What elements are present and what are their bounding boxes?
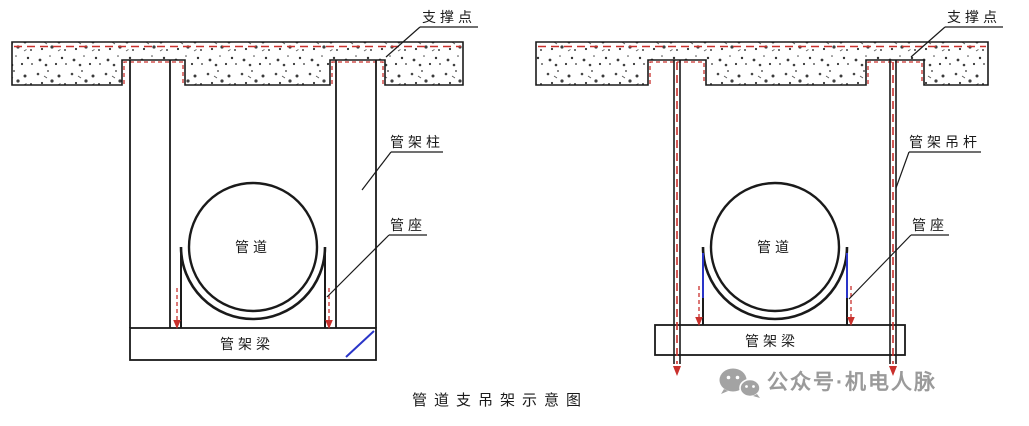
pipe-seat-label: 管座 <box>912 217 948 233</box>
column-label: 管架柱 <box>390 134 444 150</box>
pipe-seat-arc <box>179 246 327 321</box>
watermark: 公众号·机电人脉 <box>719 368 937 398</box>
pipe-rack-beam <box>654 324 906 356</box>
watermark-text: 公众号·机电人脉 <box>767 370 937 394</box>
load-arrow-right <box>325 288 333 329</box>
hanger-rod-left <box>673 60 681 376</box>
wechat-icon <box>719 368 761 398</box>
support-point-label: 支撑点 <box>422 9 476 25</box>
pipe-circle <box>187 181 319 313</box>
hanger-rod-right <box>889 60 897 376</box>
callout-support-point: 支撑点 <box>385 9 478 58</box>
pipe-circle <box>709 181 841 313</box>
beam-label: 管架梁 <box>220 336 274 352</box>
load-arrow-left <box>173 288 181 329</box>
callout-column: 管架柱 <box>361 134 444 191</box>
pipe-label: 管道 <box>757 239 793 255</box>
pipe-rack-column-right <box>335 60 377 328</box>
pipe-rack-beam <box>129 327 377 361</box>
callout-support-point: 支撑点 <box>910 9 1003 58</box>
concrete-slab <box>535 41 989 86</box>
beam-label: 管架梁 <box>745 333 799 349</box>
right-notch-outline <box>867 61 923 84</box>
callout-pipe-seat: 管座 <box>326 217 427 298</box>
rod-arrow-down <box>673 366 681 376</box>
pipe-label: 管道 <box>235 239 271 255</box>
diagram-title: 管道支吊架示意图 <box>412 391 588 409</box>
callout-pipe-seat: 管座 <box>848 217 949 300</box>
pipe-seat-label: 管座 <box>390 217 426 233</box>
load-arrow-right <box>847 286 855 326</box>
pipe-seat-arc <box>701 246 849 321</box>
beam-corner-mark <box>345 330 375 358</box>
rod-arrow-down <box>889 366 897 376</box>
support-point-label: 支撑点 <box>947 9 1001 25</box>
concrete-slab <box>11 41 464 86</box>
left-support-diagram: 支撑点 管架柱 管座 管道 管架梁 <box>11 9 478 361</box>
right-notch-outline <box>331 61 384 84</box>
hanger-rod-label: 管架吊杆 <box>909 134 981 150</box>
load-arrow-left <box>695 286 703 326</box>
pipe-rack-column-left <box>129 60 171 328</box>
right-hanger-diagram: 支撑点 管架吊杆 管座 管道 管架梁 <box>535 9 1003 376</box>
callout-hanger-rod: 管架吊杆 <box>895 134 981 189</box>
left-notch-outline <box>123 61 184 84</box>
